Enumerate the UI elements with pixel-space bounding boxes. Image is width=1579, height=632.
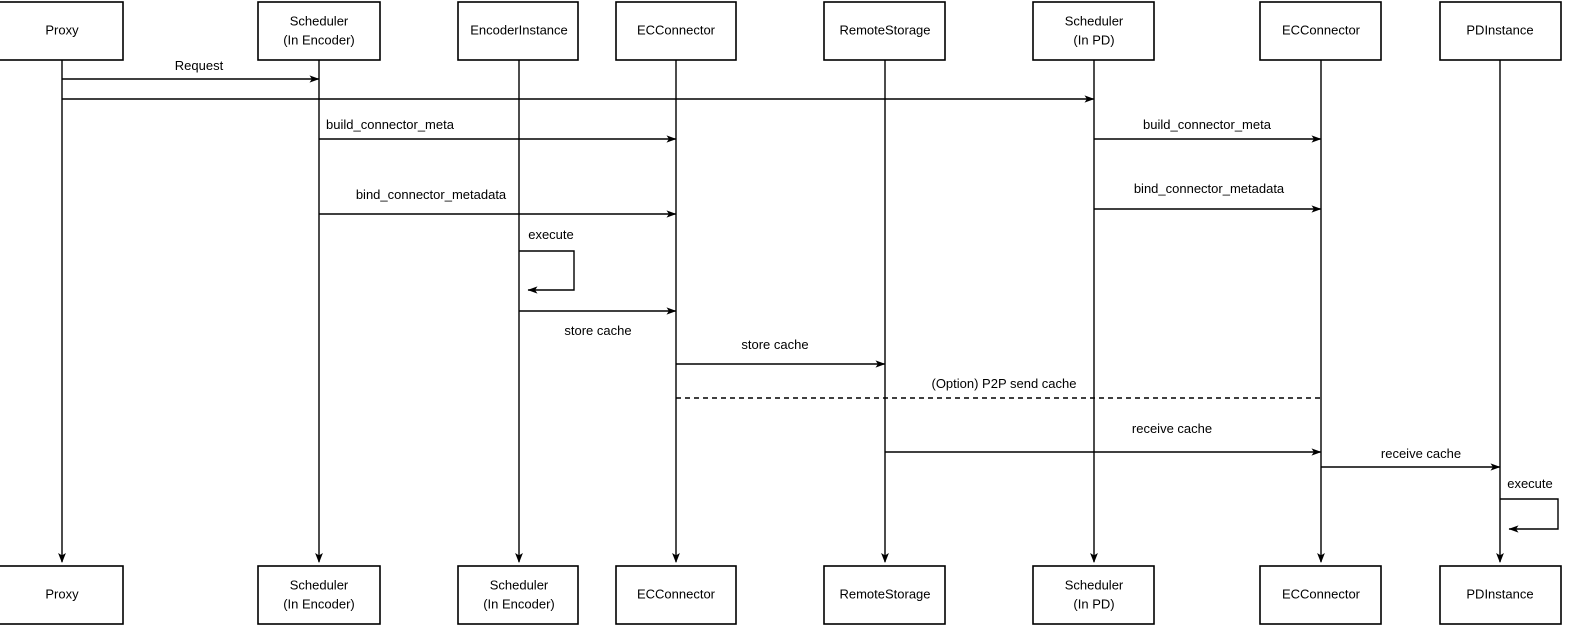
self-message-loop-s1 — [519, 250, 575, 294]
bottom-box-rect-proxy[interactable] — [0, 565, 124, 625]
bottom-box-label-line1-sched_pd: Scheduler — [1065, 577, 1124, 592]
top-box-rect-remote_store[interactable] — [823, 1, 946, 61]
message-label-m8: store cache — [741, 337, 808, 352]
message-label-m11: receive cache — [1381, 446, 1461, 461]
bottom-box-label-line1-sched_enc: Scheduler — [290, 577, 349, 592]
top-box-proxy[interactable]: Proxy — [0, 1, 124, 61]
top-box-rect-pd_inst[interactable] — [1439, 1, 1562, 61]
bottom-box-rect-encoder_inst[interactable] — [457, 565, 579, 625]
self-messages-group: execute execute — [519, 227, 1559, 533]
bottom-box-sched_pd[interactable]: Scheduler (In PD) — [1032, 565, 1155, 625]
bottom-box-rect-remote_store[interactable] — [823, 565, 946, 625]
message-label-m3: build_connector_meta — [326, 117, 455, 132]
bottom-box-label-line2-sched_pd: (In PD) — [1073, 596, 1114, 611]
bottom-box-label-proxy: Proxy — [45, 586, 79, 601]
bottom-box-label-ec_conn_pd: ECConnector — [1282, 586, 1361, 601]
message-label-m5: bind_connector_metadata — [356, 187, 507, 202]
bottom-box-remote_store[interactable]: RemoteStorage — [823, 565, 946, 625]
top-box-sched_pd[interactable]: Scheduler (In PD) — [1032, 1, 1155, 61]
bottom-box-label-line1-encoder_inst: Scheduler — [490, 577, 549, 592]
message-label-m10: receive cache — [1132, 421, 1212, 436]
self-message-label-s1: execute — [528, 227, 574, 242]
top-box-rect-ec_conn_enc[interactable] — [615, 1, 737, 61]
top-box-rect-sched_enc[interactable] — [257, 1, 381, 61]
bottom-box-ec_conn_pd[interactable]: ECConnector — [1259, 565, 1382, 625]
bottom-box-sched_enc[interactable]: Scheduler (In Encoder) — [257, 565, 381, 625]
top-participant-boxes: Proxy Scheduler (In Encoder) EncoderInstanc… — [0, 1, 1562, 61]
bottom-box-rect-ec_conn_enc[interactable] — [615, 565, 737, 625]
top-box-label-proxy: Proxy — [45, 22, 79, 37]
bottom-box-label-pd_inst: PDInstance — [1466, 586, 1533, 601]
bottom-box-rect-ec_conn_pd[interactable] — [1259, 565, 1382, 625]
top-box-ec_conn_enc[interactable]: ECConnector — [615, 1, 737, 61]
top-box-rect-encoder_inst[interactable] — [457, 1, 579, 61]
top-box-label-line1-sched_enc: Scheduler — [290, 13, 349, 28]
messages-group: Request build_connector_meta build_connect… — [62, 58, 1501, 471]
bottom-participant-boxes: Proxy Scheduler (In Encoder) Scheduler (In E… — [0, 565, 1562, 625]
bottom-box-ec_conn_enc[interactable]: ECConnector — [615, 565, 737, 625]
top-box-label-encoder_inst: EncoderInstance — [470, 22, 568, 37]
message-label-m7: store cache — [564, 323, 631, 338]
bottom-box-pd_inst[interactable]: PDInstance — [1439, 565, 1562, 625]
self-message-label-s2: execute — [1507, 476, 1553, 491]
message-label-m6: bind_connector_metadata — [1134, 181, 1285, 196]
bottom-box-label-line2-sched_enc: (In Encoder) — [283, 596, 355, 611]
top-box-ec_conn_pd[interactable]: ECConnector — [1259, 1, 1382, 61]
top-box-label-ec_conn_enc: ECConnector — [637, 22, 716, 37]
top-box-label-line2-sched_enc: (In Encoder) — [283, 32, 355, 47]
top-box-label-pd_inst: PDInstance — [1466, 22, 1533, 37]
top-box-label-line1-sched_pd: Scheduler — [1065, 13, 1124, 28]
bottom-box-proxy[interactable]: Proxy — [0, 565, 124, 625]
lifelines-group — [58, 60, 1504, 563]
top-box-label-remote_store: RemoteStorage — [839, 22, 930, 37]
message-label-m1: Request — [175, 58, 224, 73]
top-box-pd_inst[interactable]: PDInstance — [1439, 1, 1562, 61]
bottom-box-label-ec_conn_enc: ECConnector — [637, 586, 716, 601]
top-box-remote_store[interactable]: RemoteStorage — [823, 1, 946, 61]
top-box-label-ec_conn_pd: ECConnector — [1282, 22, 1361, 37]
message-label-m4: build_connector_meta — [1143, 117, 1272, 132]
bottom-box-label-remote_store: RemoteStorage — [839, 586, 930, 601]
top-box-label-line2-sched_pd: (In PD) — [1073, 32, 1114, 47]
bottom-box-rect-sched_enc[interactable] — [257, 565, 381, 625]
top-box-sched_enc[interactable]: Scheduler (In Encoder) — [257, 1, 381, 61]
bottom-box-rect-pd_inst[interactable] — [1439, 565, 1562, 625]
bottom-box-encoder_inst[interactable]: Scheduler (In Encoder) — [457, 565, 579, 625]
self-message-loop-s2 — [1500, 498, 1559, 533]
bottom-box-label-line2-encoder_inst: (In Encoder) — [483, 596, 555, 611]
message-label-m9: (Option) P2P send cache — [931, 376, 1076, 391]
top-box-rect-sched_pd[interactable] — [1032, 1, 1155, 61]
top-box-encoder_inst[interactable]: EncoderInstance — [457, 1, 579, 61]
top-box-rect-ec_conn_pd[interactable] — [1259, 1, 1382, 61]
top-box-rect-proxy[interactable] — [0, 1, 124, 61]
bottom-box-rect-sched_pd[interactable] — [1032, 565, 1155, 625]
